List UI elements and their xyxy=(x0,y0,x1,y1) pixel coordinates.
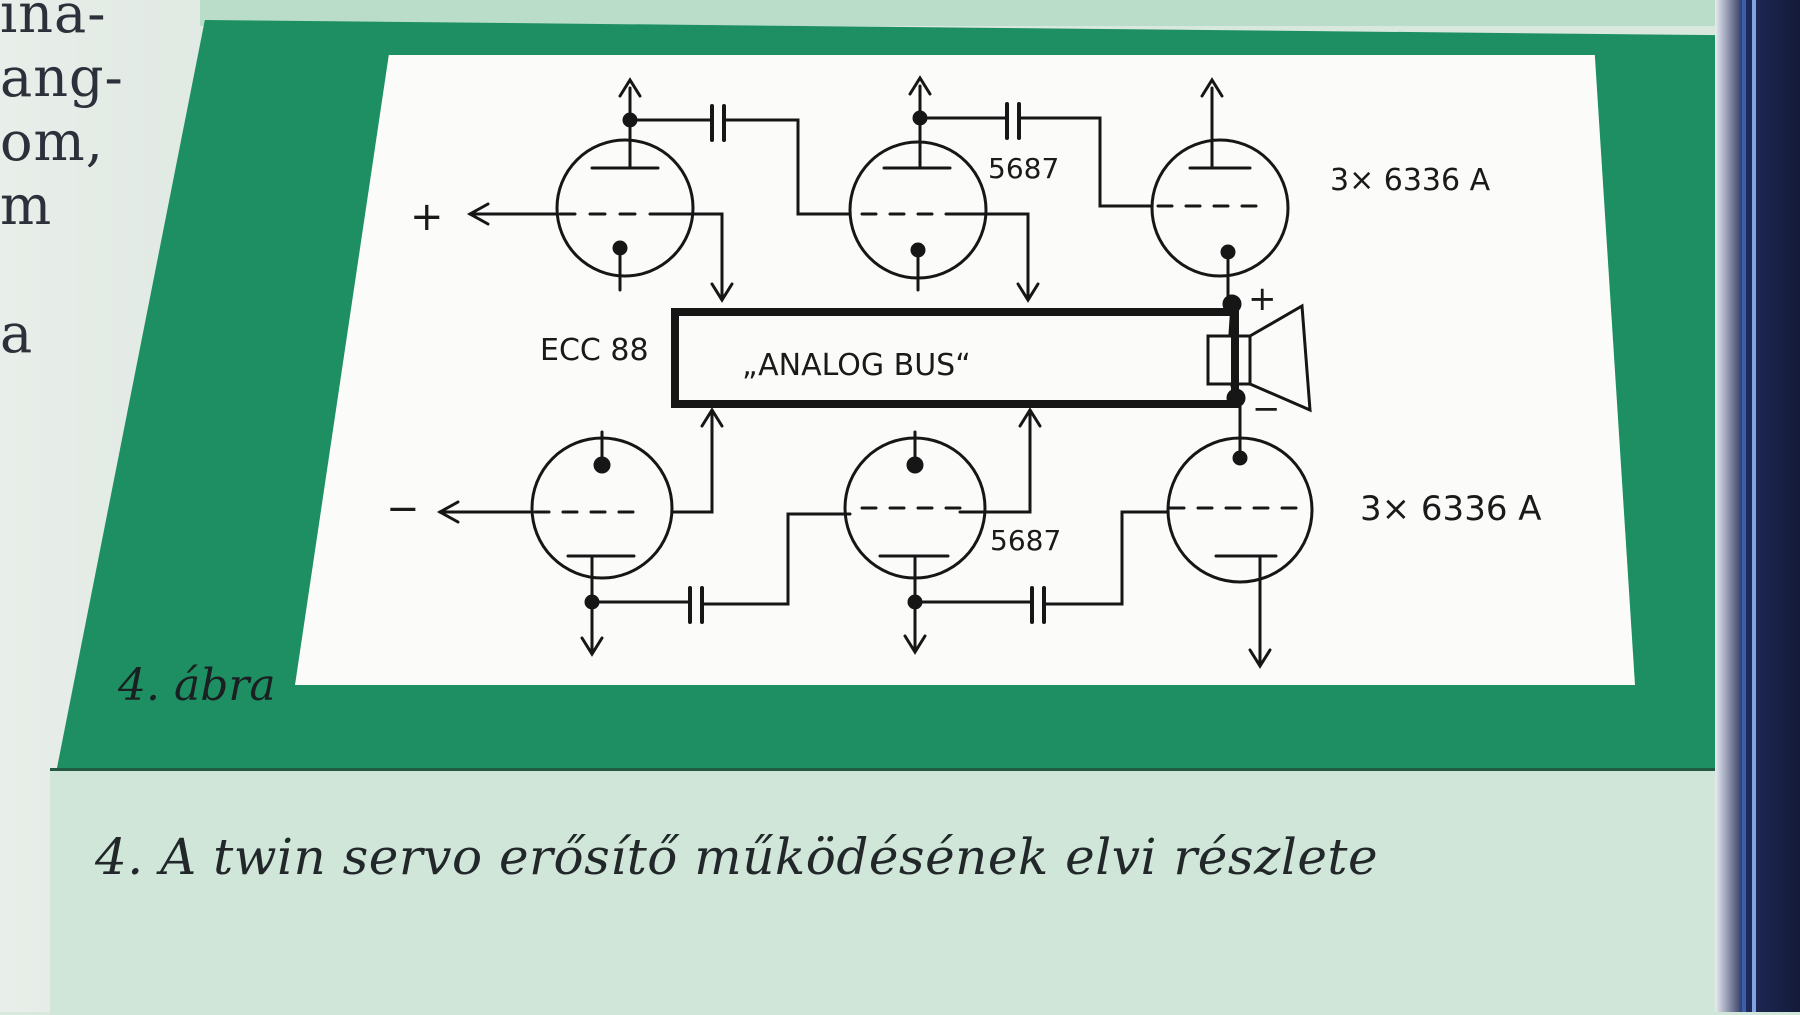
top-color-strip xyxy=(200,0,1720,26)
margin-text-line: m xyxy=(0,174,53,237)
speaker-minus-sign: − xyxy=(1252,389,1281,429)
speaker-plus-sign: + xyxy=(1248,279,1277,319)
tube-ecc88-bottom xyxy=(436,430,674,657)
tube-ecc88-top xyxy=(466,77,695,292)
top-coupling-wires xyxy=(628,102,1152,303)
tube-6336-top xyxy=(1150,77,1290,304)
label-5687-bottom: 5687 xyxy=(990,524,1061,557)
margin-text-line: a xyxy=(0,302,34,365)
label-ecc88: ECC 88 xyxy=(540,333,649,368)
tube-5687-bottom xyxy=(843,430,987,655)
tube-5687-top xyxy=(848,75,988,292)
analog-bus-label: „ANALOG BUS“ xyxy=(742,348,971,383)
caption-band xyxy=(50,768,1800,1015)
book-edge xyxy=(1715,0,1800,1012)
margin-text-line: ang- xyxy=(0,46,124,109)
figure-label: 4. ábra xyxy=(118,660,276,711)
margin-text-line: om, xyxy=(0,110,104,173)
input-minus-sign: − xyxy=(386,486,420,532)
book-edge-line xyxy=(1742,0,1746,1012)
analog-bus-box xyxy=(671,308,1239,408)
bottom-coupling-wires xyxy=(590,407,1170,624)
label-6336-top: 3× 6336 A xyxy=(1330,163,1491,198)
input-plus-sign: + xyxy=(410,194,444,240)
margin-text-column: ina- ang- om, m a xyxy=(0,0,124,366)
speaker-output xyxy=(1206,294,1312,413)
label-6336-bottom: 3× 6336 A xyxy=(1360,489,1542,529)
figure-caption: 4. A twin servo erősítő működésének elvi… xyxy=(95,828,1379,886)
tube-6336-bottom xyxy=(1166,403,1314,669)
margin-text-line: ina- xyxy=(0,0,107,45)
label-5687-top: 5687 xyxy=(988,152,1059,185)
book-edge-line xyxy=(1752,0,1756,1012)
